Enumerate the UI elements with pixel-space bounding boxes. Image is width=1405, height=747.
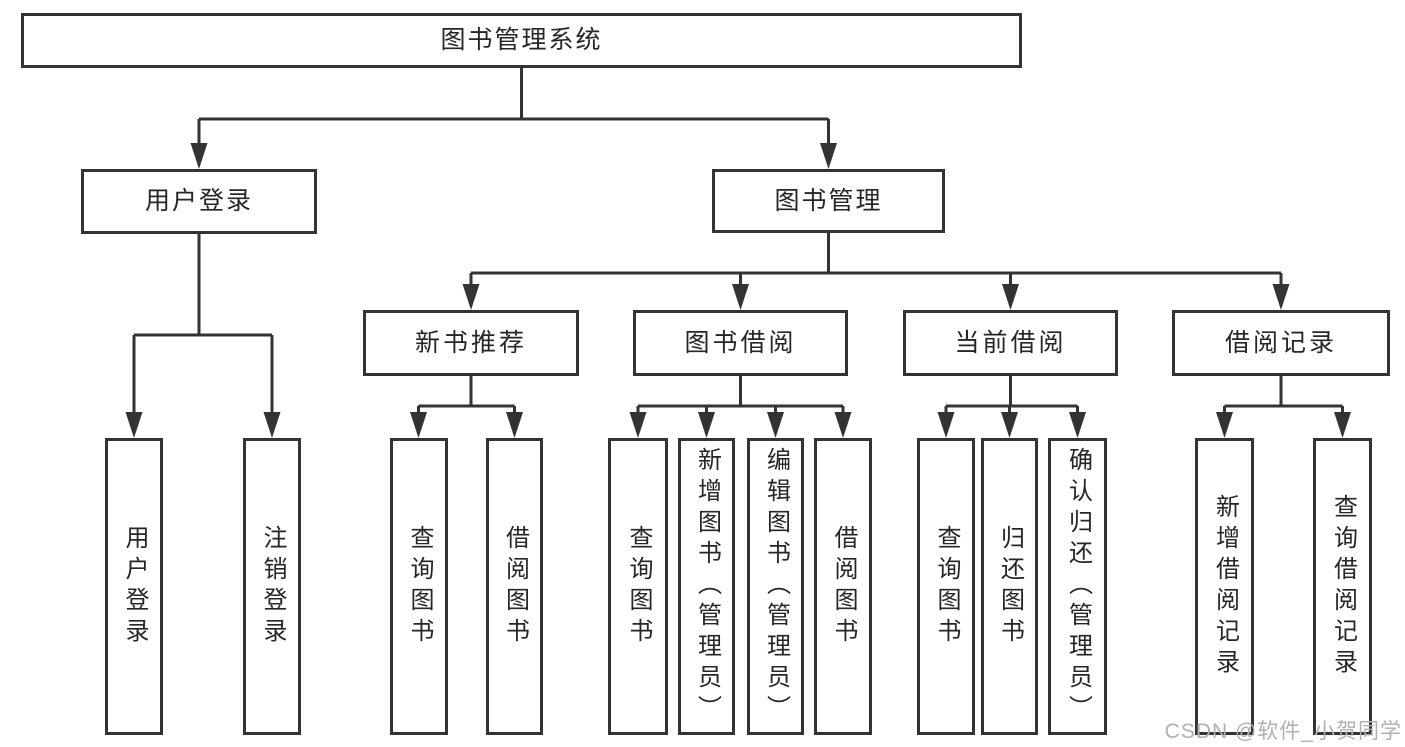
arrowhead-icon	[629, 412, 647, 438]
node-label: 注销登录	[259, 524, 286, 649]
arrowhead-icon	[1001, 412, 1018, 438]
leaf-add-book-admin: 新增图书（管理员）	[678, 438, 735, 735]
node-library-management-system: 图书管理系统	[21, 13, 1022, 68]
arrowhead-icon	[937, 412, 955, 438]
leaf-confirm-return-admin: 确认归还（管理员）	[1048, 438, 1107, 735]
node-label: 图书管理系统	[440, 26, 603, 54]
leaf-borrow-books-borrowing: 借阅图书	[814, 438, 872, 735]
node-label: 图书借阅	[684, 328, 797, 357]
node-borrowing-records: 借阅记录	[1172, 310, 1390, 376]
node-current-borrowing: 当前借阅	[903, 310, 1118, 376]
arrowhead-icon	[834, 412, 852, 438]
leaf-logout: 注销登录	[243, 438, 301, 735]
arrowhead-icon	[506, 412, 523, 438]
arrowhead-icon	[1334, 412, 1351, 438]
arrowhead-icon	[462, 284, 480, 310]
node-label: 查询图书	[406, 524, 433, 649]
arrowhead-icon	[125, 412, 143, 438]
node-label: 借阅图书	[501, 524, 529, 649]
leaf-return-books: 归还图书	[981, 438, 1038, 735]
node-label: 新增图书（管理员）	[693, 447, 721, 726]
leaf-user-login: 用户登录	[105, 438, 163, 735]
arrowhead-icon	[698, 412, 715, 438]
node-book-borrowing: 图书借阅	[633, 310, 848, 376]
leaf-add-borrow-record: 新增借阅记录	[1195, 438, 1254, 735]
node-new-book-recommend: 新书推荐	[363, 310, 579, 376]
node-label: 编辑图书（管理员）	[762, 447, 790, 726]
arrowhead-icon	[1272, 284, 1290, 310]
leaf-borrow-books-recommend: 借阅图书	[486, 438, 543, 735]
leaf-query-borrow-record: 查询借阅记录	[1313, 438, 1372, 735]
node-label: 查询图书	[933, 524, 960, 649]
arrowhead-icon	[732, 284, 749, 310]
node-label: 图书管理	[774, 186, 883, 215]
node-user-login: 用户登录	[81, 169, 317, 234]
node-label: 用户登录	[121, 524, 148, 649]
node-label: 用户登录	[144, 187, 253, 215]
leaf-query-books-recommend: 查询图书	[390, 438, 448, 735]
node-label: 借阅图书	[830, 524, 857, 649]
node-label: 新书推荐	[414, 328, 527, 357]
node-label: 查询借阅记录	[1329, 493, 1357, 680]
arrowhead-icon	[190, 143, 208, 169]
arrowhead-icon	[1216, 412, 1233, 438]
node-label: 查询图书	[625, 524, 652, 649]
node-label: 借阅记录	[1224, 328, 1337, 357]
csdn-watermark: CSDN @软件_小贺同学	[1164, 720, 1402, 743]
leaf-query-books-borrowing: 查询图书	[608, 438, 668, 735]
arrowhead-icon	[410, 412, 427, 438]
arrowhead-icon	[820, 143, 837, 169]
arrowhead-icon	[767, 412, 784, 438]
node-label: 确认归还（管理员）	[1064, 447, 1092, 726]
node-book-management: 图书管理	[712, 169, 945, 233]
node-label: 新增借阅记录	[1211, 493, 1239, 680]
leaf-query-books-current: 查询图书	[917, 438, 975, 735]
arrowhead-icon	[263, 412, 281, 438]
arrowhead-icon	[1002, 284, 1019, 310]
arrowhead-icon	[1069, 412, 1086, 438]
leaf-edit-book-admin: 编辑图书（管理员）	[747, 438, 804, 735]
node-label: 归还图书	[996, 524, 1024, 649]
node-label: 当前借阅	[954, 328, 1067, 357]
